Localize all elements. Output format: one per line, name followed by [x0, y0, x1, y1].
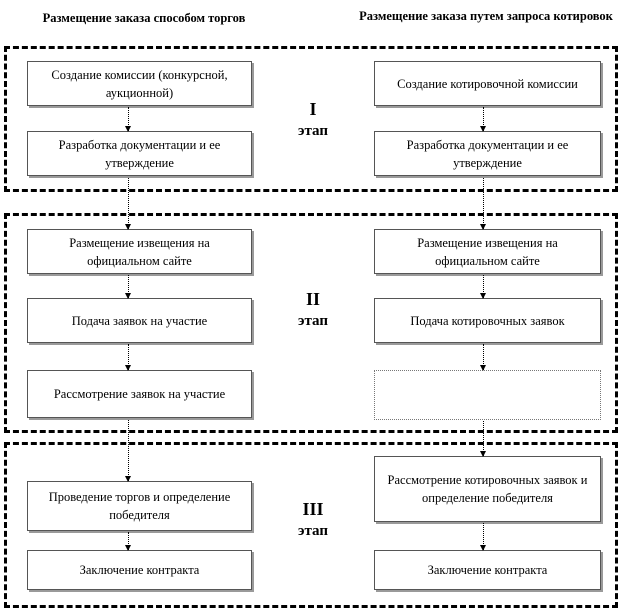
- left-arrow-5: [125, 420, 131, 482]
- right-arrow-6: [480, 523, 486, 551]
- right-arrow-5: [480, 421, 486, 457]
- left-step-review-applications: Рассмотрение заявок на участие: [27, 370, 252, 418]
- right-arrow-3: [480, 275, 486, 299]
- right-arrow-4: [480, 344, 486, 371]
- left-step-conduct-auction: Проведение торгов и определение победите…: [27, 481, 252, 531]
- left-arrow-2: [125, 178, 131, 230]
- stage-1-word: этап: [298, 123, 328, 139]
- right-column-header: Размещение заказа путем запроса котирово…: [359, 9, 613, 23]
- left-step-documentation: Разработка документации и ее утверждение: [27, 131, 252, 176]
- left-column-header: Размещение заказа способом торгов: [42, 11, 246, 25]
- stage-3-word: этап: [298, 523, 328, 539]
- right-arrow-2: [480, 178, 486, 230]
- left-step-submit-applications: Подача заявок на участие: [27, 298, 252, 343]
- stage-1-frame: [4, 46, 618, 192]
- stage-2-frame: [4, 213, 618, 433]
- stage-2-word: этап: [298, 313, 328, 329]
- right-step-publish-notice: Размещение извещения на официальном сайт…: [374, 229, 601, 274]
- stage-3-number: III: [302, 499, 324, 519]
- left-arrow-1: [125, 107, 131, 132]
- right-step-documentation: Разработка документации и ее утверждение: [374, 131, 601, 176]
- stage-1-number: I: [309, 99, 317, 119]
- stage-1-label: I этап: [280, 98, 346, 142]
- right-arrow-1: [480, 107, 486, 132]
- left-step-sign-contract: Заключение контракта: [27, 550, 252, 590]
- stage-2-label: II этап: [280, 288, 346, 332]
- right-step-create-commission: Создание котировочной комиссии: [374, 61, 601, 106]
- stage-3-frame: [4, 442, 618, 608]
- left-arrow-4: [125, 344, 131, 371]
- right-step-submit-quotations: Подача котировочных заявок: [374, 298, 601, 343]
- left-arrow-6: [125, 532, 131, 551]
- stage-3-label: III этап: [280, 498, 346, 542]
- right-step-sign-contract: Заключение контракта: [374, 550, 601, 590]
- stage-2-number: II: [305, 289, 320, 309]
- left-step-publish-notice: Размещение извещения на официальном сайт…: [27, 229, 252, 274]
- right-step-review-quotations: Рассмотрение котировочных заявок и опред…: [374, 456, 601, 522]
- left-arrow-3: [125, 275, 131, 299]
- right-step-empty: [374, 370, 601, 420]
- left-step-create-commission: Создание комиссии (конкурсной, аукционно…: [27, 61, 252, 106]
